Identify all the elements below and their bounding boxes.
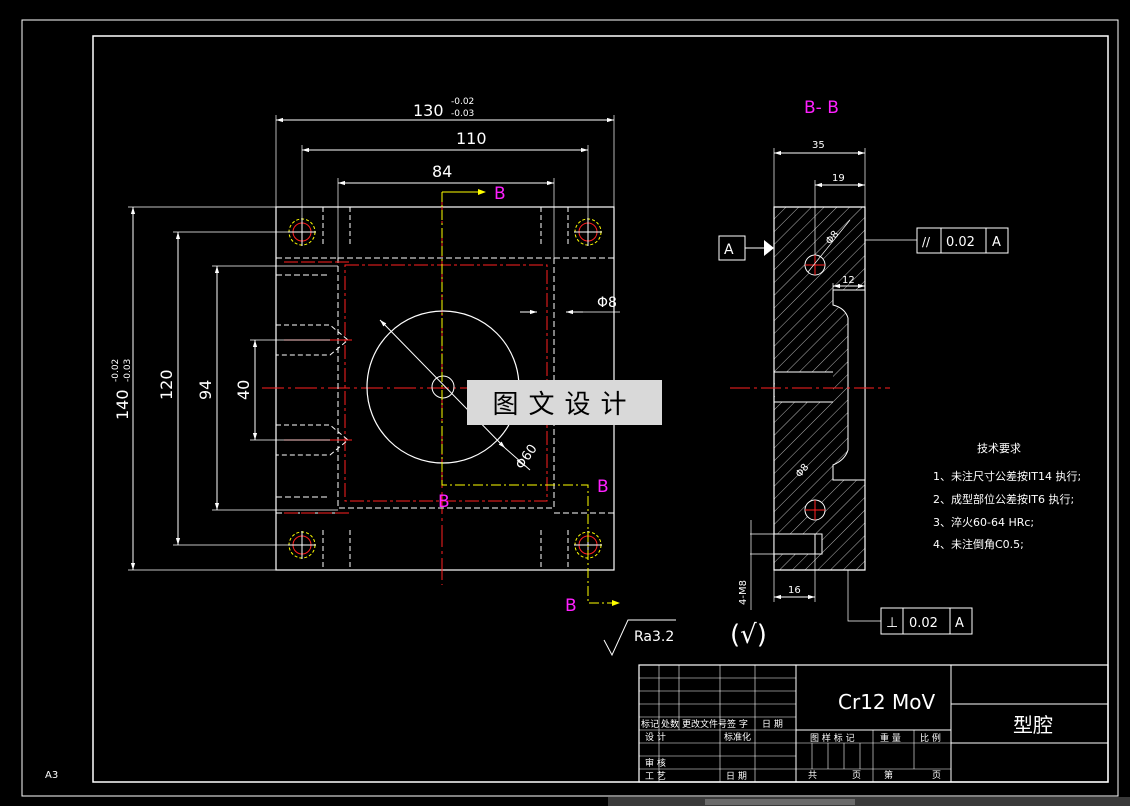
tb-total: 共 — [808, 770, 817, 781]
perp-datum: A — [955, 616, 964, 631]
title-block: Cr12 MoV 型腔 标记 处数 更改文件号 签 字 日 期 设 计 标准化 … — [638, 664, 1109, 783]
rev-header-date: 日 期 — [762, 719, 783, 730]
section-pocket-width: 12 — [842, 275, 855, 286]
section-pocket — [832, 289, 866, 481]
material: Cr12 MoV — [838, 690, 935, 714]
dim-inner-height: 94 — [196, 380, 215, 400]
section-hole-offset: 19 — [832, 173, 845, 184]
dim-overall-height-tol-upper: -0.02 — [111, 359, 121, 382]
tech-item-4: 4、未注倒角C0.5; — [933, 537, 1024, 551]
tech-requirements: 技术要求 1、未注尺寸公差按IT14 执行; 2、成型部位公差按IT6 执行; … — [933, 442, 1081, 551]
datum-label: A — [724, 242, 734, 258]
outer-frame — [21, 19, 1119, 797]
thread-spec: 4-M8 — [738, 580, 749, 605]
cavity-hidden-outline — [337, 257, 555, 509]
tb-process: 工 艺 — [645, 771, 666, 782]
parallel-tolerance-frame — [916, 227, 1009, 254]
corner-hole-bl — [288, 531, 316, 559]
sheet-size-code: A3 — [45, 770, 58, 781]
corner-hole-tr — [574, 218, 602, 246]
roughness-remaining: (√) — [730, 620, 767, 650]
tech-item-3: 3、淬火60-64 HRc; — [933, 515, 1034, 529]
perp-value: 0.02 — [909, 616, 938, 631]
parallel-value: 0.02 — [946, 235, 975, 250]
roughness-symbol: Ra3.2 (√) — [603, 619, 767, 657]
tb-design: 设 计 — [645, 731, 666, 743]
plan-view: Φ60 B B B B 130 -0.02 -0.03 110 84 140 -… — [111, 97, 630, 616]
section-pin-offset: 16 — [788, 585, 801, 596]
watermark: 图文设计 — [467, 380, 662, 425]
part-name: 型腔 — [1013, 713, 1053, 737]
rev-header-mark: 标记 — [641, 718, 659, 730]
tech-item-1: 1、未注尺寸公差按IT14 执行; — [933, 469, 1081, 483]
dim-slot-height: 40 — [234, 380, 253, 400]
tb-review: 审 核 — [645, 757, 666, 769]
dim-hole-spacing-y: 120 — [157, 369, 176, 400]
roughness-value: Ra3.2 — [634, 629, 674, 645]
cavity-inner-line — [344, 264, 548, 502]
left-slot-upper — [276, 324, 349, 356]
section-title: B- B — [804, 98, 839, 118]
rev-header-count: 处数 — [661, 718, 679, 730]
tb-weight: 重 量 — [880, 732, 901, 744]
dim-inner-width: 84 — [432, 162, 452, 181]
dim-overall-width-tol-lower: -0.03 — [451, 109, 474, 119]
dim-overall-width-tol-upper: -0.02 — [451, 97, 474, 107]
bore-dia-label: Φ60 — [513, 442, 541, 473]
dim-overall-width: 130 — [413, 101, 444, 120]
tb-sheet-no: 第 — [884, 769, 893, 781]
section-thickness: 35 — [812, 140, 825, 151]
rev-header-sign: 签 字 — [727, 718, 748, 730]
parallel-symbol: // — [922, 235, 931, 249]
center-hole — [431, 375, 455, 399]
tech-title: 技术要求 — [977, 442, 1021, 455]
section-mark-1: B — [494, 184, 506, 204]
dim-overall-height-tol-lower: -0.03 — [123, 359, 133, 382]
section-mark-4: B — [565, 596, 577, 616]
tb-page2: 页 — [932, 770, 941, 781]
parallel-datum: A — [992, 235, 1001, 250]
perp-symbol: ⊥ — [886, 615, 898, 631]
left-slot-lower — [276, 424, 349, 456]
tech-item-2: 2、成型部位公差按IT6 执行; — [933, 492, 1074, 506]
section-mark-2: B — [597, 477, 609, 497]
bottom-scrollbar[interactable] — [608, 797, 1130, 806]
inner-frame — [92, 35, 1109, 783]
section-cut-line — [441, 192, 620, 604]
tb-standardization: 标准化 — [724, 731, 751, 743]
rev-header-doc: 更改文件号 — [682, 718, 727, 730]
section-mark-3: B — [438, 492, 450, 512]
corner-hole-tl — [288, 218, 316, 246]
dim-hole-spacing-x: 110 — [456, 129, 487, 148]
tb-date: 日 期 — [726, 771, 747, 782]
tb-scale: 比 例 — [920, 732, 941, 744]
section-view: B- B Φ8 Φ8 4-M8 35 19 12 — [718, 98, 1009, 635]
scrollbar-thumb[interactable] — [705, 799, 855, 805]
dim-overall-height: 140 — [113, 389, 132, 420]
perp-tolerance-frame — [880, 607, 973, 635]
tb-stage-mark: 图 样 标 记 — [810, 732, 855, 744]
tb-page: 页 — [852, 770, 861, 781]
dim-hole-dia: Φ8 — [597, 295, 617, 311]
